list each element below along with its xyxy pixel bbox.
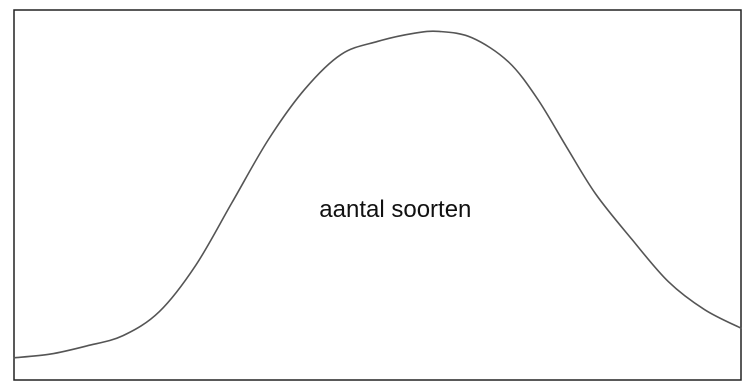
plot-frame [13, 9, 742, 381]
annotation-layer: aantal soorten [319, 196, 471, 223]
series-layer [13, 30, 742, 359]
series-line-0 [13, 30, 742, 359]
annotation-label-0: aantal soorten [319, 196, 471, 223]
